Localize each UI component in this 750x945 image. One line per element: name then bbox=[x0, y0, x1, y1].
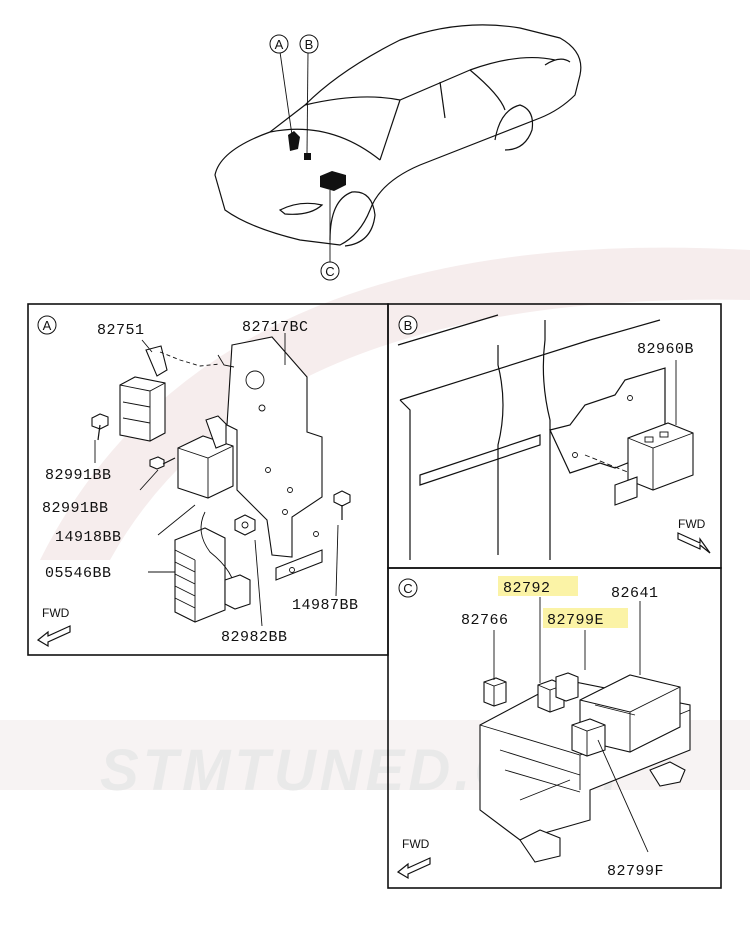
bolt-drawings bbox=[91, 413, 351, 520]
svg-text:A: A bbox=[275, 37, 284, 52]
part-label-82991bb-2: 82991BB bbox=[42, 500, 109, 517]
panel-c-frame bbox=[387, 567, 722, 889]
panel-b: B 82960B FWD bbox=[387, 303, 722, 569]
panel-c: C bbox=[387, 567, 722, 889]
relay-82792-drawing bbox=[537, 672, 579, 713]
highlight-82799e bbox=[543, 608, 628, 628]
part-label-14918bb: 14918BB bbox=[55, 529, 122, 546]
part-label-82641: 82641 bbox=[611, 585, 659, 602]
panel-c-letter: C bbox=[403, 581, 412, 596]
part-label-82799e: 82799E bbox=[547, 612, 604, 629]
fwd-arrow-c: FWD bbox=[396, 837, 431, 880]
car-overview: A B C bbox=[214, 24, 582, 281]
part-label-82991bb-1: 82991BB bbox=[45, 467, 112, 484]
svg-text:C: C bbox=[325, 264, 334, 279]
highlight-82792 bbox=[498, 576, 578, 596]
svg-text:FWD: FWD bbox=[402, 837, 430, 851]
callout-c: C bbox=[320, 261, 340, 281]
nut-82982bb-drawing bbox=[234, 514, 256, 536]
part-label-82792: 82792 bbox=[503, 580, 551, 597]
svg-text:FWD: FWD bbox=[678, 517, 706, 531]
callout-b: B bbox=[299, 34, 319, 54]
panel-b-letter: B bbox=[404, 318, 413, 333]
relay-82799f-drawing bbox=[571, 718, 606, 757]
relay-82960b-drawing bbox=[614, 422, 694, 506]
part-label-82982bb: 82982BB bbox=[221, 629, 288, 646]
part-label-82751: 82751 bbox=[97, 322, 145, 339]
relay-82751-drawing bbox=[119, 345, 168, 442]
fwd-arrow-b: FWD bbox=[677, 517, 711, 554]
svg-text:B: B bbox=[305, 37, 314, 52]
connector-14918bb-drawing bbox=[177, 415, 234, 499]
body-panel-drawing bbox=[397, 314, 666, 560]
part-label-82766: 82766 bbox=[461, 612, 509, 629]
bracket-82717bc-drawing bbox=[217, 336, 323, 581]
part-label-05546bb: 05546BB bbox=[45, 565, 112, 582]
fwd-arrow-a: FWD bbox=[36, 606, 71, 648]
callout-a: A bbox=[269, 34, 289, 54]
module-05546bb-drawing bbox=[174, 511, 251, 623]
part-label-14987bb: 14987BB bbox=[292, 597, 359, 614]
relay-82766-drawing bbox=[483, 677, 507, 707]
svg-text:FWD: FWD bbox=[42, 606, 70, 620]
panel-a-letter: A bbox=[43, 318, 52, 333]
part-label-82799f: 82799F bbox=[607, 863, 664, 880]
fuse-box-drawing bbox=[479, 674, 691, 863]
part-label-82960b: 82960B bbox=[637, 341, 694, 358]
part-label-82717bc: 82717BC bbox=[242, 319, 309, 336]
